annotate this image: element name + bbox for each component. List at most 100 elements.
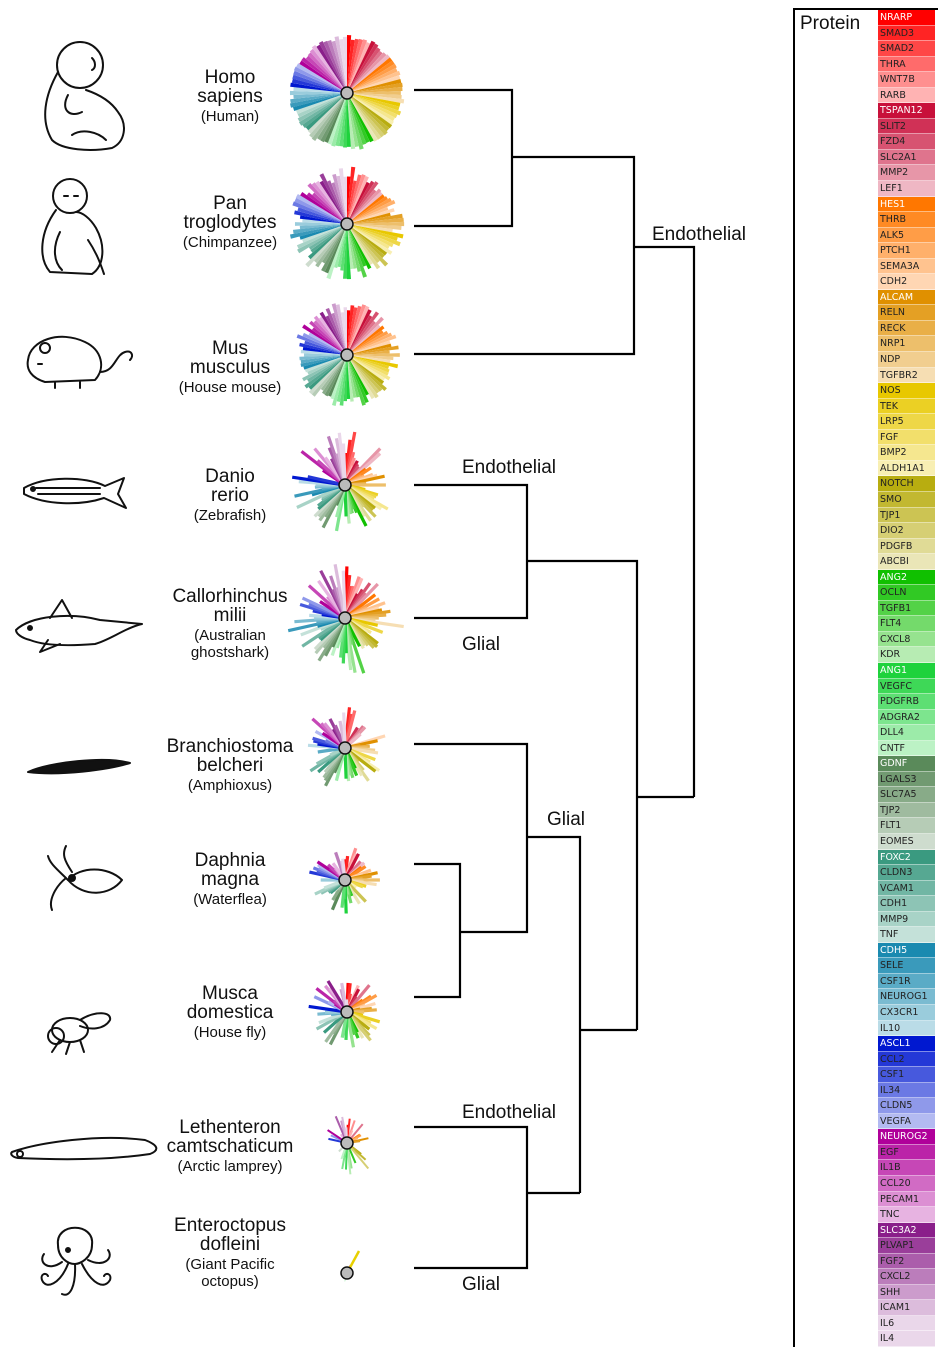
housefly-icon	[48, 1013, 110, 1054]
radial-plot-7	[309, 848, 380, 913]
legend-entry-il4: IL4	[878, 1331, 935, 1347]
legend-entry-adgra2: ADGRA2	[878, 710, 935, 726]
legend-entry-shh: SHH	[878, 1285, 935, 1301]
species-genus: Callorhinchus	[172, 586, 287, 607]
legend-entry-pdgfrb: PDGFRB	[878, 694, 935, 710]
radial-wedge-il4	[343, 571, 345, 618]
octopus-icon	[42, 1228, 111, 1295]
legend-entry-ccl20: CCL20	[878, 1176, 935, 1192]
legend-entry-foxc2: FOXC2	[878, 850, 935, 866]
species-label-6: Branchiostoma belcheri (Amphioxus)	[155, 737, 305, 794]
legend-entry-cldn5: CLDN5	[878, 1098, 935, 1114]
legend-entry-cxcl2: CXCL2	[878, 1269, 935, 1285]
species-genus: Musca	[202, 983, 258, 1004]
legend-entry-reln: RELN	[878, 305, 935, 321]
legend-entry-ang1: ANG1	[878, 663, 935, 679]
legend-entry-bmp2: BMP2	[878, 445, 935, 461]
species-common-name: (Chimpanzee)	[155, 234, 305, 251]
species-genus: Homo	[205, 67, 256, 88]
species-epithet: musculus	[190, 357, 270, 378]
legend-entry-fgf2: FGF2	[878, 1254, 935, 1270]
species-label-7: Daphnia magna (Waterflea)	[155, 851, 305, 908]
clade-label-endothelial: Endothelial	[652, 224, 746, 246]
species-common-name: (Waterflea)	[155, 891, 305, 908]
clade-label-endothelial: Endothelial	[462, 457, 556, 479]
species-common-name: (Amphioxus)	[155, 777, 305, 794]
species-epithet: troglodytes	[184, 212, 277, 233]
legend-entry-ang2: ANG2	[878, 570, 935, 586]
legend-entry-il1b: IL1B	[878, 1160, 935, 1176]
legend-entry-lrp5: LRP5	[878, 414, 935, 430]
legend-entry-tjp1: TJP1	[878, 508, 935, 524]
human-fetus-icon	[45, 42, 124, 150]
legend-entry-sema3a: SEMA3A	[878, 259, 935, 275]
legend-entry-cdh1: CDH1	[878, 896, 935, 912]
legend-entry-cdh2: CDH2	[878, 274, 935, 290]
chimpanzee-icon	[42, 179, 104, 274]
species-common-name: (House fly)	[155, 1024, 305, 1041]
legend-entry-flt4: FLT4	[878, 616, 935, 632]
legend-entry-dll4: DLL4	[878, 725, 935, 741]
legend-entry-plvap1: PLVAP1	[878, 1238, 935, 1254]
species-genus: Pan	[213, 193, 247, 214]
species-genus: Mus	[212, 338, 248, 359]
species-label-1: Homo sapiens (Human)	[155, 68, 305, 125]
legend-entry-nos: NOS	[878, 383, 935, 399]
legend-entry-ccl2: CCL2	[878, 1052, 935, 1068]
legend-entry-hes1: HES1	[878, 197, 935, 213]
mouse-icon	[28, 337, 132, 388]
legend-entry-rarb: RARB	[878, 88, 935, 104]
legend-entry-slc3a2: SLC3A2	[878, 1223, 935, 1239]
legend-entry-tjp2: TJP2	[878, 803, 935, 819]
radial-plot-3	[297, 303, 400, 406]
radial-center-dot	[341, 1267, 353, 1279]
legend-entry-pecam1: PECAM1	[878, 1192, 935, 1208]
legend-entry-wnt7b: WNT7B	[878, 72, 935, 88]
legend-entry-mmp2: MMP2	[878, 165, 935, 181]
legend-entry-ndp: NDP	[878, 352, 935, 368]
radial-center-dot	[341, 1137, 353, 1149]
legend-entry-nrarp: NRARP	[878, 10, 935, 26]
species-epithet: dofleini	[200, 1234, 260, 1255]
radial-center-dot	[339, 742, 351, 754]
legend-entry-nrp1: NRP1	[878, 336, 935, 352]
species-epithet: camtschaticum	[167, 1136, 294, 1157]
legend-entry-ascl1: ASCL1	[878, 1036, 935, 1052]
radial-plot-8	[309, 981, 380, 1047]
legend-entry-abcbi: ABCBI	[878, 554, 935, 570]
legend-entry-ocln: OCLN	[878, 585, 935, 601]
species-genus: Enteroctopus	[174, 1215, 286, 1236]
legend-entry-il10: IL10	[878, 1021, 935, 1037]
species-epithet: milii	[214, 605, 247, 626]
radial-center-dot	[339, 874, 351, 886]
legend-entry-vegfc: VEGFC	[878, 679, 935, 695]
legend-entry-thra: THRA	[878, 57, 935, 73]
clade-label-glial: Glial	[462, 634, 500, 656]
legend-entry-alcam: ALCAM	[878, 290, 935, 306]
species-epithet: sapiens	[197, 86, 263, 107]
legend-entry-neurog1: NEUROG1	[878, 989, 935, 1005]
species-genus: Lethenteron	[179, 1117, 280, 1138]
radial-plot-4	[292, 432, 388, 531]
legend-entry-tgfb1: TGFB1	[878, 601, 935, 617]
legend-entry-fgf: FGF	[878, 430, 935, 446]
legend-entry-cdh5: CDH5	[878, 943, 935, 959]
species-epithet: rerio	[211, 485, 249, 506]
legend-entry-smad3: SMAD3	[878, 26, 935, 42]
species-epithet: belcheri	[197, 755, 264, 776]
legend-entry-reck: RECK	[878, 321, 935, 337]
clade-label-glial: Glial	[547, 809, 585, 831]
ghostshark-icon	[16, 600, 142, 652]
radial-center-dot	[339, 612, 351, 624]
species-label-10: Enteroctopus dofleini (Giant Pacific oct…	[155, 1216, 305, 1290]
legend-entry-tnc: TNC	[878, 1207, 935, 1223]
radial-plot-10	[341, 1251, 359, 1282]
legend-entry-alk5: ALK5	[878, 228, 935, 244]
legend-entry-cntf: CNTF	[878, 741, 935, 757]
species-common-name-2: octopus)	[155, 1273, 305, 1290]
species-epithet: magna	[201, 869, 259, 890]
legend-entry-dio2: DIO2	[878, 523, 935, 539]
legend-entry-lef1: LEF1	[878, 181, 935, 197]
legend-entry-gdnf: GDNF	[878, 756, 935, 772]
